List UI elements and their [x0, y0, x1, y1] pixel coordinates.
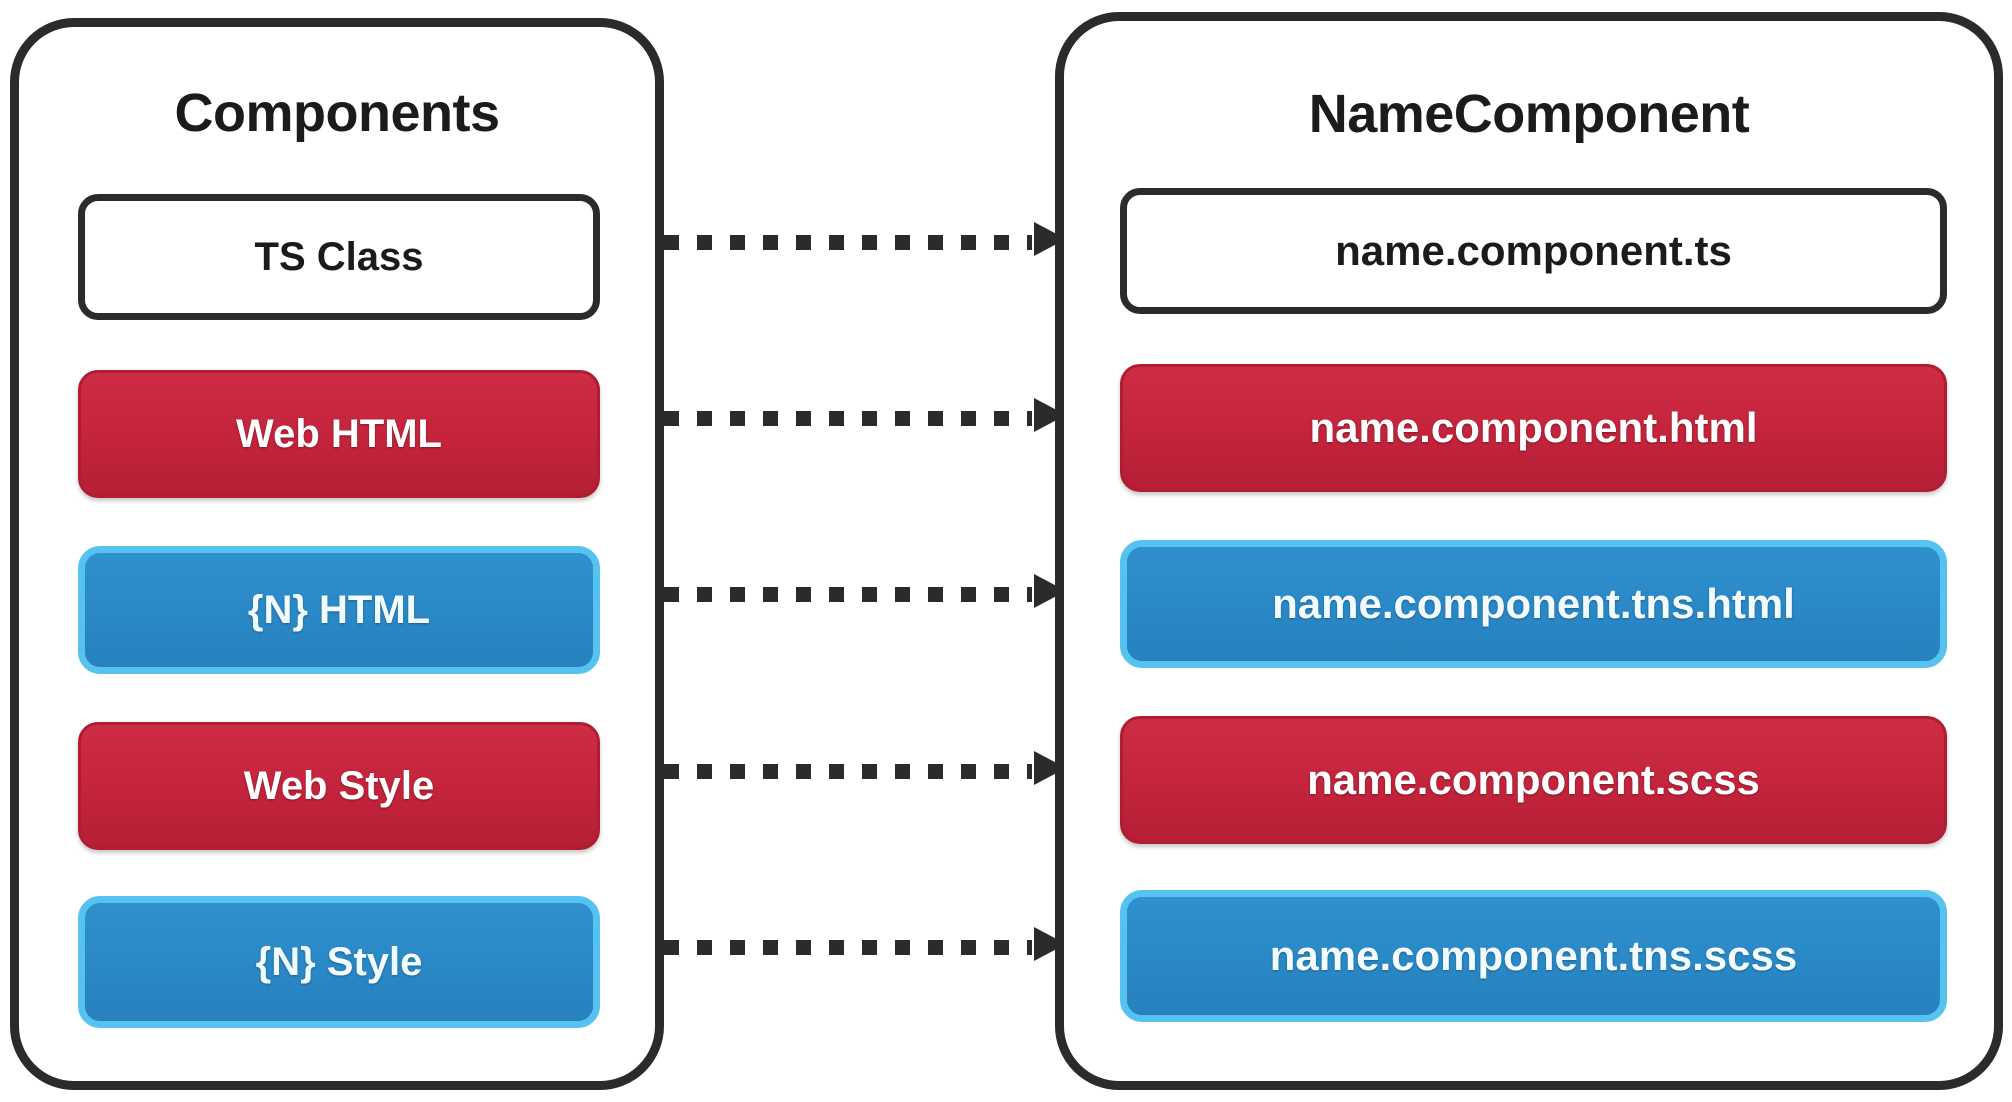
namecomponent-file-list: name.component.ts name.component.html na…	[1055, 12, 2003, 1090]
connector-n-html	[664, 574, 1074, 608]
file-item-component-html[interactable]: name.component.html	[1120, 364, 1947, 492]
dotted-line-icon	[664, 587, 1032, 602]
file-item-component-scss[interactable]: name.component.scss	[1120, 716, 1947, 844]
components-item-list: TS Class Web HTML {N} HTML Web Style {N}…	[10, 18, 664, 1090]
file-item-label: name.component.ts	[1335, 227, 1732, 274]
component-item-label: {N} Style	[255, 939, 423, 984]
dotted-line-icon	[664, 235, 1032, 250]
file-item-label: name.component.html	[1309, 404, 1758, 451]
component-item-n-style[interactable]: {N} Style	[78, 896, 600, 1028]
component-item-ts-class[interactable]: TS Class	[78, 194, 600, 320]
namecomponent-panel-title: NameComponent	[1308, 84, 1750, 144]
component-item-label: Web Style	[243, 763, 435, 808]
component-item-web-style[interactable]: Web Style	[78, 722, 600, 850]
file-item-label: name.component.tns.scss	[1269, 932, 1798, 979]
file-item-label: name.component.tns.html	[1272, 580, 1795, 627]
component-item-web-html[interactable]: Web HTML	[78, 370, 600, 498]
connector-web-style	[664, 751, 1074, 785]
file-item-component-ts[interactable]: name.component.ts	[1120, 188, 1947, 314]
component-item-label: TS Class	[254, 234, 424, 279]
component-item-label: Web HTML	[236, 411, 442, 456]
components-panel-title: Components	[174, 83, 501, 143]
connector-n-style	[664, 927, 1074, 961]
dotted-line-icon	[664, 764, 1032, 779]
connector-web-html	[664, 398, 1074, 432]
connector-ts-class	[664, 222, 1074, 256]
dotted-line-icon	[664, 411, 1032, 426]
file-item-component-tns-scss[interactable]: name.component.tns.scss	[1120, 890, 1947, 1022]
component-item-n-html[interactable]: {N} HTML	[78, 546, 600, 674]
dotted-line-icon	[664, 940, 1032, 955]
file-item-component-tns-html[interactable]: name.component.tns.html	[1120, 540, 1947, 668]
file-item-label: name.component.scss	[1307, 756, 1760, 803]
component-item-label: {N} HTML	[247, 587, 431, 632]
